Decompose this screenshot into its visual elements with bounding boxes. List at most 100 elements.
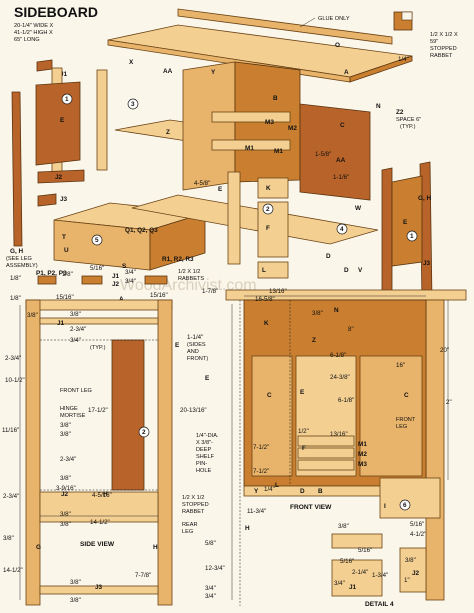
dim-5-16-detail: 5/16": [410, 521, 424, 528]
dim-2-3-4-c: 2-3/4": [60, 456, 76, 463]
dim-3-8-front: 3/8": [312, 310, 323, 317]
dim-7-1-2-b: 7-1/2": [253, 468, 269, 475]
part-m2: M2: [288, 125, 297, 132]
typ-note: (TYP.): [90, 345, 106, 351]
part-j2: J2: [55, 174, 63, 181]
left-stile-rear: [96, 69, 108, 171]
dim-3-4-detail: 3/4": [334, 580, 345, 587]
side-rear-leg: [157, 299, 173, 606]
side-view-caption: SIDE VIEW: [80, 541, 115, 548]
part-f: F: [266, 225, 270, 232]
dim-1-5-8: 1-5/8": [315, 151, 331, 158]
dim-8: 8": [348, 326, 354, 333]
dim-3-8-a: 3/8": [27, 312, 38, 319]
part-l: L: [262, 267, 266, 274]
callout-1: 1: [65, 96, 69, 103]
leg-panel: [391, 175, 423, 267]
part-p: P1, P2, P3: [36, 270, 67, 277]
part-x: X: [129, 59, 134, 66]
side-foot-rail: [39, 585, 159, 595]
dim-13-16-front: 13/16": [330, 431, 348, 438]
dim-7-1-2-a: 7-1/2": [253, 444, 269, 451]
part-j2-rail: [37, 169, 85, 184]
dim-3-4-mid: 3/4": [205, 585, 216, 592]
callout-6: 6: [403, 502, 407, 509]
part-b: B: [273, 95, 278, 102]
drawer-rail-m3: [211, 111, 291, 123]
front-drawer-m2: [297, 447, 355, 459]
dim-3-4-side: 3/4": [70, 337, 81, 344]
shelf-pin-2: X 3/8"-: [196, 440, 213, 446]
part-aa: AA: [163, 68, 173, 75]
part-k-front: K: [264, 320, 269, 327]
sides-front-2: AND: [187, 349, 199, 355]
dim-3-8-detail: 3/8": [338, 523, 349, 530]
part-m3: M3: [265, 119, 274, 126]
dim-10-1-2: 10-1/2": [5, 377, 25, 384]
shelf-pin-5: PIN-: [196, 461, 207, 467]
detail-4-box: [379, 477, 441, 519]
dim-11-3-4: 11-3/4": [247, 508, 266, 515]
part-j1-block: [36, 59, 53, 72]
stopped-rabbet-1: 1/2 X 1/2: [182, 495, 204, 501]
stile-e: [227, 171, 241, 265]
callout-1b: 1: [410, 233, 414, 240]
detail-4-caption: DETAIL 4: [365, 601, 394, 608]
dim-11-16: 11/16": [2, 427, 19, 434]
shelf-pin-1: 1/4"-DIA.: [196, 433, 219, 439]
back-rail-strip: [177, 8, 393, 45]
side-top-rail: [25, 299, 173, 311]
dim-20-13-16: 20-13/16": [180, 407, 207, 414]
part-u: U: [64, 247, 69, 254]
part-h-side-2: H: [153, 544, 158, 551]
callout-4-circle: [336, 223, 348, 235]
part-e-right: E: [403, 219, 408, 226]
side-view: [25, 299, 173, 606]
right-panel-c: [299, 103, 371, 201]
dim-1-8-c: 1/8": [62, 271, 73, 278]
see-leg-note-3: ASSEMBLY): [6, 263, 38, 269]
callout-2-circle: [262, 203, 274, 215]
dim-13-16: 13/16": [269, 288, 287, 295]
dim-1-2-front: 1/2": [298, 428, 309, 435]
part-j2-strip: J2: [112, 281, 120, 288]
rear-leg-2: LEG: [182, 529, 193, 535]
rabbet-note-3: STOPPED: [430, 46, 457, 52]
part-g-side: G: [36, 544, 41, 551]
part-h-front: H: [245, 525, 250, 532]
dim-1-8-b: 1/8": [10, 295, 21, 302]
rail-f: [257, 201, 289, 258]
part-b-front: B: [318, 488, 323, 495]
dim-15-16-b: 15/16": [150, 292, 168, 299]
dim-3-8-g: 3/8": [60, 521, 71, 528]
part-t: T: [62, 234, 66, 241]
callout-3-circle: [127, 98, 139, 110]
part-j-detail-2: J2: [412, 570, 420, 577]
part-j1-strip: J1: [112, 273, 120, 280]
part-m2-front: M2: [358, 451, 367, 458]
drawer-side: [149, 212, 206, 271]
part-y-front: Y: [254, 488, 259, 495]
hinge-mortise-2: MORTISE: [60, 413, 86, 419]
side-lower-rail: [39, 491, 159, 523]
dim-3-8-b: 3/8": [70, 311, 81, 318]
dim-2-3-4-a: 2-3/4": [70, 326, 86, 333]
dim-5-16: 5/16": [90, 265, 104, 272]
part-e-panel: E: [60, 117, 65, 124]
dim-1-4-front: 1/4": [264, 486, 275, 493]
dim-14-1-2-b: 14-1/2": [3, 567, 23, 574]
front-leg-right-2: LEG: [396, 424, 407, 430]
front-door-right: [359, 355, 423, 477]
dim-7-7-8: 7-7/8": [135, 572, 151, 579]
dim-2: 2": [446, 399, 452, 406]
front-drawer-m1: [297, 435, 355, 447]
part-n-front: N: [334, 307, 339, 314]
part-a: A: [344, 69, 349, 76]
stopped-rabbet-3: RABBET: [182, 509, 205, 515]
rabbet-note-1: 1/2 X 1/2 X: [430, 32, 458, 38]
dim-3-8-d4: 3/8": [405, 557, 416, 564]
side-front-leg: [25, 299, 41, 606]
part-j-detail: J1: [349, 584, 357, 591]
part-r: R1, R2, R3: [162, 256, 194, 263]
